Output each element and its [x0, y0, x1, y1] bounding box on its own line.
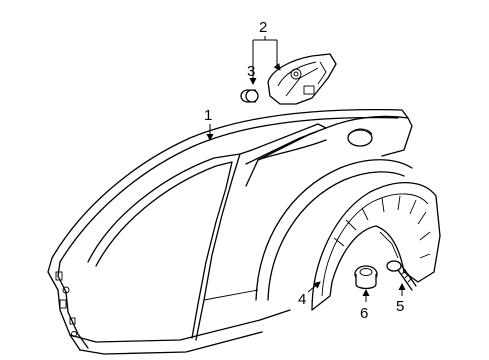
screw-part: [386, 260, 417, 291]
fuel-door-housing-part: [267, 53, 337, 105]
callout-4: 4: [298, 291, 306, 308]
push-pin-part: [354, 265, 378, 290]
grommet-part: [240, 89, 259, 103]
callout-3: 3: [247, 63, 255, 80]
callout-5: 5: [396, 298, 404, 315]
quarter-panel-part: [47, 108, 413, 355]
wheelhouse-liner-part: [311, 181, 441, 311]
callout-2: 2: [259, 19, 267, 36]
callout-6: 6: [360, 305, 368, 322]
leader-lines: [206, 36, 406, 302]
callout-1: 1: [204, 107, 212, 124]
